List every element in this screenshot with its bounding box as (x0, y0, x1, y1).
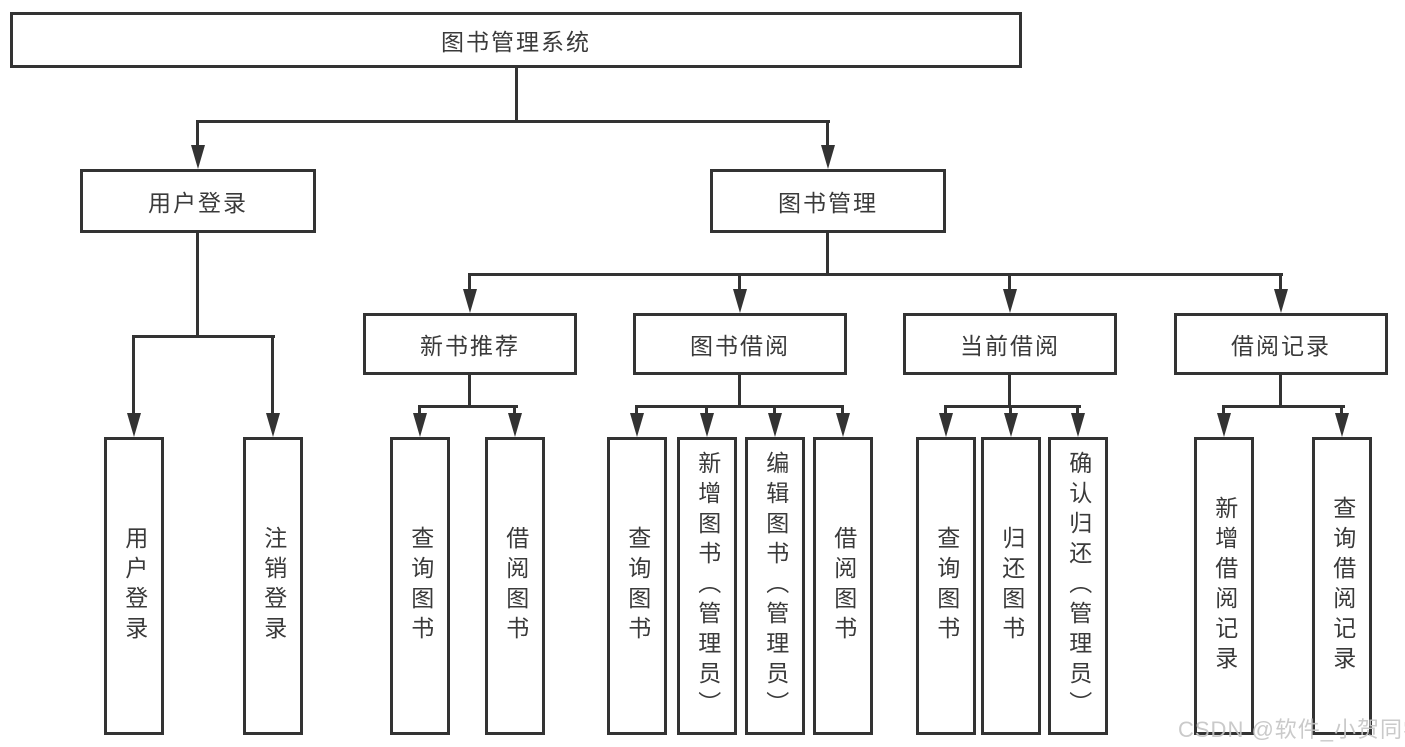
connector-line (1279, 273, 1282, 291)
leaf-query-books-recommend: 查询图书 (390, 437, 450, 735)
connector-line (468, 375, 471, 407)
arrow-down-icon (1003, 289, 1017, 313)
connector-line (944, 405, 947, 415)
arrow-down-icon (266, 413, 280, 437)
connector-line (1008, 273, 1011, 291)
connector-line (1076, 405, 1079, 415)
connector-line (1279, 375, 1282, 407)
connector-line (196, 120, 830, 123)
leaf-query-borrow-record: 查询借阅记录 (1312, 437, 1372, 735)
connector-line (513, 405, 516, 415)
connector-line (132, 335, 135, 415)
leaf-label: 确认归还（管理员） (1065, 451, 1092, 721)
arrow-down-icon (821, 145, 835, 169)
arrow-down-icon (191, 145, 205, 169)
leaf-query-books-current: 查询图书 (916, 437, 976, 735)
leaf-label: 新增借阅记录 (1211, 496, 1238, 676)
connector-line (944, 405, 1081, 408)
connector-line (132, 335, 275, 338)
leaf-user-login: 用户登录 (104, 437, 164, 735)
leaf-label: 用户登录 (121, 526, 148, 646)
leaf-confirm-return-admin: 确认归还（管理员） (1048, 437, 1108, 735)
arrow-down-icon (1071, 413, 1085, 437)
node-label: 新书推荐 (420, 333, 520, 359)
connector-line (1009, 405, 1012, 415)
connector-line (635, 405, 638, 415)
connector-line (418, 405, 421, 415)
connector-line (826, 120, 829, 147)
leaf-borrow-books-recommend: 借阅图书 (485, 437, 545, 735)
arrow-down-icon (733, 289, 747, 313)
leaf-label: 借阅图书 (830, 526, 857, 646)
leaf-logout: 注销登录 (243, 437, 303, 735)
node-label: 当前借阅 (960, 333, 1060, 359)
leaf-label: 新增图书（管理员） (694, 451, 721, 721)
node-current-borrowing: 当前借阅 (903, 313, 1117, 375)
connector-line (1222, 405, 1225, 415)
leaf-label: 查询图书 (407, 526, 434, 646)
leaf-label: 查询图书 (624, 526, 651, 646)
connector-line (468, 273, 471, 291)
connector-line (841, 405, 844, 415)
arrow-down-icon (1274, 289, 1288, 313)
leaf-label: 查询图书 (933, 526, 960, 646)
node-label: 图书管理 (778, 190, 878, 216)
arrow-down-icon (127, 413, 141, 437)
arrow-down-icon (836, 413, 850, 437)
leaf-return-books: 归还图书 (981, 437, 1041, 735)
node-root-label: 图书管理系统 (441, 29, 591, 55)
connector-line (738, 375, 741, 407)
connector-line (738, 273, 741, 291)
node-book-management: 图书管理 (710, 169, 946, 233)
node-label: 借阅记录 (1231, 333, 1331, 359)
arrow-down-icon (1004, 413, 1018, 437)
node-label: 图书借阅 (690, 333, 790, 359)
leaf-add-books-admin: 新增图书（管理员） (677, 437, 737, 735)
connector-line (196, 120, 199, 147)
connector-line (468, 273, 1283, 276)
node-root: 图书管理系统 (10, 12, 1022, 68)
arrow-down-icon (768, 413, 782, 437)
leaf-label: 查询借阅记录 (1329, 496, 1356, 676)
node-borrow-records: 借阅记录 (1174, 313, 1388, 375)
node-label: 用户登录 (148, 190, 248, 216)
node-book-borrowing: 图书借阅 (633, 313, 847, 375)
leaf-add-borrow-record: 新增借阅记录 (1194, 437, 1254, 735)
connector-line (515, 66, 518, 120)
connector-line (705, 405, 708, 415)
connector-line (635, 405, 843, 408)
connector-line (1222, 405, 1345, 408)
arrow-down-icon (700, 413, 714, 437)
node-new-book-recommend: 新书推荐 (363, 313, 577, 375)
connector-line (1008, 375, 1011, 407)
arrow-down-icon (939, 413, 953, 437)
connector-line (773, 405, 776, 415)
connector-line (196, 233, 199, 337)
connector-line (1340, 405, 1343, 415)
leaf-label: 注销登录 (260, 526, 287, 646)
leaf-query-books-borrowing: 查询图书 (607, 437, 667, 735)
leaf-borrow-books-borrowing: 借阅图书 (813, 437, 873, 735)
connector-line (271, 335, 274, 415)
leaf-label: 编辑图书（管理员） (762, 451, 789, 721)
arrow-down-icon (630, 413, 644, 437)
connector-line (826, 233, 829, 275)
connector-line (418, 405, 518, 408)
arrow-down-icon (1217, 413, 1231, 437)
watermark: CSDN @软件_小贺同学 (1178, 717, 1405, 742)
arrow-down-icon (508, 413, 522, 437)
arrow-down-icon (463, 289, 477, 313)
arrow-down-icon (1335, 413, 1349, 437)
arrow-down-icon (413, 413, 427, 437)
node-user-login: 用户登录 (80, 169, 316, 233)
leaf-edit-books-admin: 编辑图书（管理员） (745, 437, 805, 735)
leaf-label: 归还图书 (998, 526, 1025, 646)
leaf-label: 借阅图书 (502, 526, 529, 646)
